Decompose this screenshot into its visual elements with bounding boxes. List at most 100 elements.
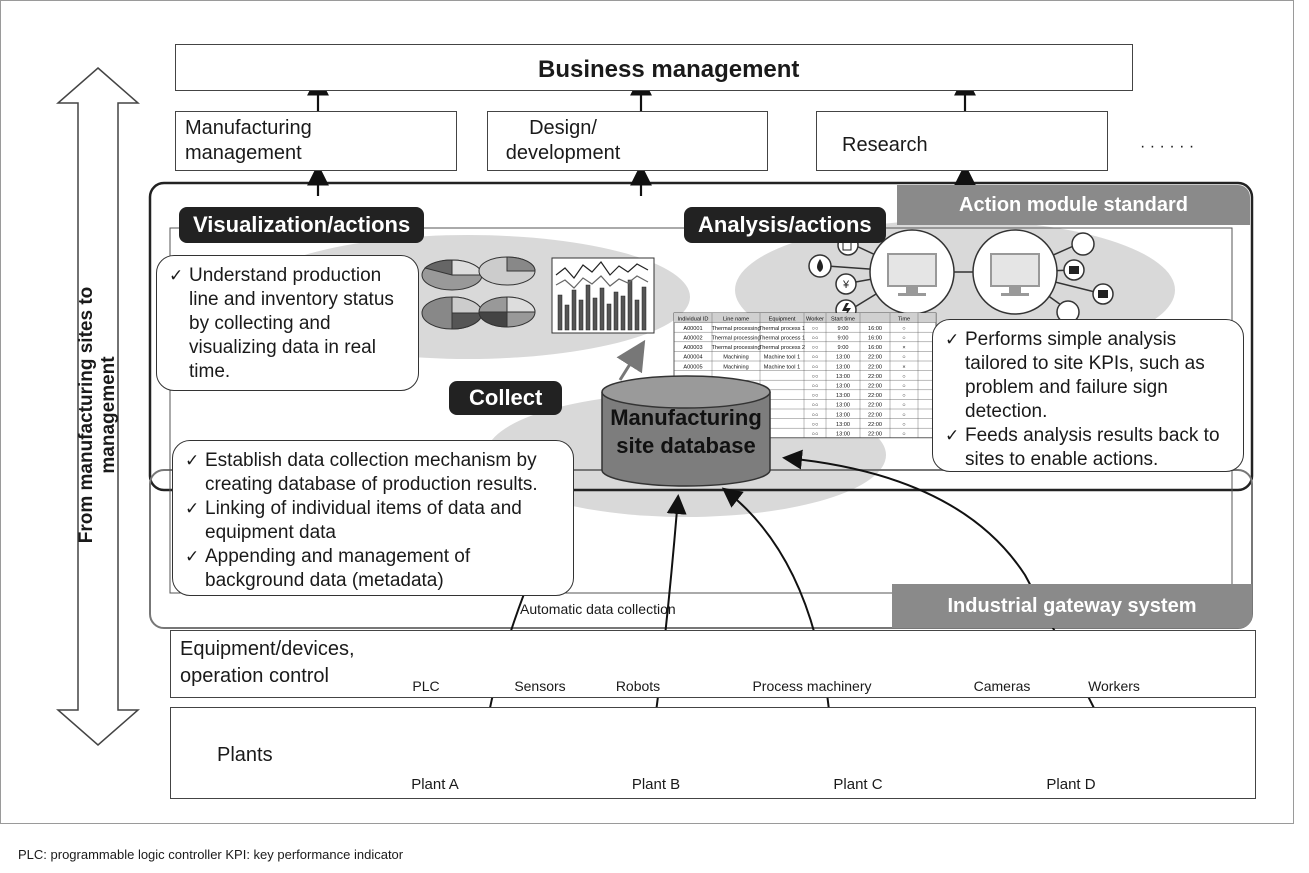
analysis-bubble: Performs simple analysis tailored to sit…	[932, 319, 1244, 472]
table-cell: ○	[902, 403, 905, 409]
table-cell: ○○	[812, 345, 819, 351]
table-cell: ○	[902, 336, 905, 342]
plants-title: Plants	[217, 744, 273, 766]
dept-label-manufacturing: Manufacturing management	[185, 117, 312, 164]
database-label: Manufacturing site database	[604, 404, 768, 460]
bar-line-chart-icon	[551, 257, 655, 334]
table-cell: Individual ID	[678, 316, 709, 322]
footnote: PLC: programmable logic controller KPI: …	[18, 847, 404, 862]
table-cell: Equipment	[769, 316, 796, 322]
side-arrow-label: From manufacturing sites to management	[76, 286, 119, 544]
table-cell: Thermal process 2	[759, 345, 805, 351]
database-label-line1: Manufacturing	[610, 405, 762, 430]
table-cell: ○○	[812, 336, 819, 342]
table-cell: 9:00	[838, 345, 849, 351]
analysis-point-1: Performs simple analysis tailored to sit…	[945, 328, 1231, 424]
analysis-point-2: Feeds analysis results back to sites to …	[945, 424, 1231, 472]
pie-charts-icon	[421, 256, 536, 330]
database-label-line2: site database	[616, 433, 756, 458]
table-cell: Time	[898, 316, 910, 322]
table-cell: 22:00	[868, 384, 882, 390]
table-cell: ○○	[812, 432, 819, 438]
dept-box-research	[816, 111, 1108, 171]
table-cell: ×	[902, 364, 905, 370]
equipment-row-box	[170, 630, 1256, 698]
table-cell: Thermal processing	[711, 345, 760, 351]
table-cell: A00005	[683, 364, 702, 370]
ellipsis: · · · · · ·	[1140, 138, 1195, 155]
device-label-plc: PLC	[412, 678, 440, 694]
table-cell: ○	[902, 374, 905, 380]
table-cell: 13:00	[836, 393, 850, 399]
table-cell: 22:00	[868, 412, 882, 418]
analysis-actions-tag: Analysis/actions	[684, 207, 886, 243]
figure-frame	[0, 0, 1294, 824]
table-cell: ○	[902, 412, 905, 418]
table-cell: ○○	[812, 364, 819, 370]
device-label-robots: Robots	[615, 678, 661, 694]
table-cell: 13:00	[836, 403, 850, 409]
equipment-title: Equipment/devices, operation control	[180, 638, 355, 687]
table-cell: Start time	[831, 316, 855, 322]
plant-label-c: Plant C	[833, 776, 883, 793]
visualization-actions-tag: Visualization/actions	[179, 207, 425, 243]
visualization-point: Understand production line and inventory…	[169, 264, 406, 384]
table-cell: ○	[902, 432, 905, 438]
collect-point-1: Establish data collection mechanism by c…	[185, 449, 561, 497]
plant-label-a: Plant A	[411, 776, 459, 793]
table-cell: ○○	[812, 403, 819, 409]
table-cell: 22:00	[868, 393, 882, 399]
table-cell: 22:00	[868, 355, 882, 361]
collect-bubble: Establish data collection mechanism by c…	[172, 440, 574, 596]
svg-text:¥: ¥	[842, 279, 850, 291]
table-cell: ○	[902, 393, 905, 399]
table-cell: A00001	[683, 326, 702, 332]
table-cell: 13:00	[836, 412, 850, 418]
device-label-sensors: Sensors	[514, 678, 566, 694]
table-cell: Thermal process 1	[759, 336, 805, 342]
table-cell: Machine tool 1	[764, 364, 800, 370]
table-cell: ○	[902, 326, 905, 332]
table-cell: Machining	[723, 355, 749, 361]
table-cell: 13:00	[836, 422, 850, 428]
table-cell: 22:00	[868, 422, 882, 428]
table-cell: ○○	[812, 374, 819, 380]
table-cell: 13:00	[836, 374, 850, 380]
table-header-row	[674, 313, 936, 323]
table-cell: ×	[902, 345, 905, 351]
dept-box-manufacturing	[175, 111, 457, 171]
table-cell: 9:00	[838, 336, 849, 342]
collect-point-3: Appending and management of background d…	[185, 545, 561, 593]
table-cell: 16:00	[868, 345, 882, 351]
table-cell: ○	[902, 384, 905, 390]
table-cell: Thermal processing	[711, 336, 760, 342]
collect-tag: Collect	[449, 381, 563, 415]
table-cell: Machining	[723, 364, 749, 370]
table-cell: 9:00	[838, 326, 849, 332]
table-cell: Worker	[806, 316, 824, 322]
device-label-workers: Workers	[1088, 678, 1140, 694]
action-module-frame	[148, 181, 1254, 492]
monitor-icon	[869, 229, 1058, 315]
table-cell: 13:00	[836, 355, 850, 361]
dept-label-design: Design/ development	[505, 117, 621, 164]
device-label-cameras: Cameras	[973, 678, 1031, 694]
table-cell: 13:00	[836, 432, 850, 438]
database-cylinder-icon	[601, 375, 771, 487]
plants-row-box	[170, 707, 1256, 799]
action-module-standard-tag: Action module standard	[897, 185, 1250, 225]
table-cell: ○○	[812, 412, 819, 418]
table-cell: A00002	[683, 336, 702, 342]
table-cell: 22:00	[868, 403, 882, 409]
table-cell: ○○	[812, 422, 819, 428]
small-circle-icons	[808, 232, 1114, 324]
table-cell: ○○	[812, 326, 819, 332]
dept-box-design	[487, 111, 768, 171]
table-cell: 16:00	[868, 326, 882, 332]
table-cell: Line name	[723, 316, 749, 322]
table-cell: Thermal processing	[711, 326, 760, 332]
table-cell: A00003	[683, 345, 702, 351]
table-cell: 13:00	[836, 364, 850, 370]
db-to-chart-arrow	[616, 339, 646, 381]
table-cell: ○○	[812, 355, 819, 361]
